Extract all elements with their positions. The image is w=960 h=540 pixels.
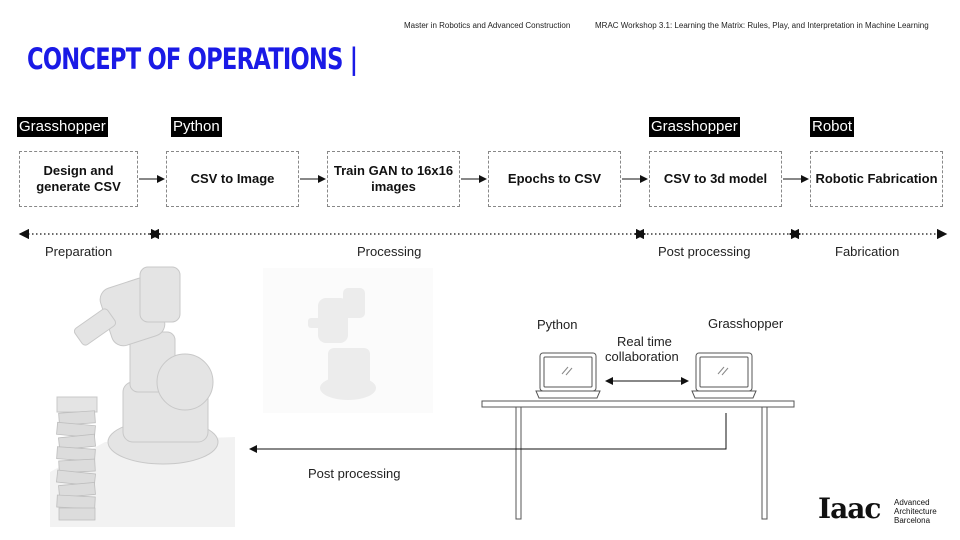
return-label: Post processing	[308, 466, 401, 481]
logo-line-1: Advanced	[894, 498, 930, 507]
logo-line-2: Architecture	[894, 507, 937, 516]
tool-label-grasshopper: Grasshopper	[17, 117, 108, 137]
table-top	[481, 400, 795, 408]
table-leg-left	[515, 406, 522, 520]
program-name: Master in Robotics and Advanced Construc…	[404, 21, 571, 30]
step-epochs-to-csv: Epochs to CSV	[488, 151, 621, 207]
collaboration-diagram	[249, 352, 795, 520]
tool-label-grasshopper-2: Grasshopper	[649, 117, 740, 137]
step-design-generate-csv: Design and generate CSV	[19, 151, 138, 207]
step-csv-to-image: CSV to Image	[166, 151, 299, 207]
tool-label-robot: Robot	[810, 117, 855, 137]
page-title: CONCEPT OF OPERATIONS |	[27, 42, 358, 76]
step-csv-to-3d-model: CSV to 3d model	[649, 151, 782, 207]
faded-robot-image	[263, 268, 433, 413]
phase-label-post-processing: Post processing	[658, 244, 751, 259]
phase-label-processing: Processing	[357, 244, 422, 259]
realtime-label-line2: collaboration	[605, 349, 679, 364]
tool-label-python: Python	[171, 117, 222, 137]
realtime-label-line1: Real time	[617, 334, 672, 349]
logo-line-3: Barcelona	[894, 516, 931, 525]
iaac-logo-mark: Iaac	[818, 492, 881, 525]
robot-arm-image	[50, 266, 235, 527]
phase-label-fabrication: Fabrication	[835, 244, 900, 259]
table-leg-right	[761, 406, 768, 520]
iaac-logo-text: Advanced Architecture Barcelona	[894, 498, 937, 525]
phase-label-preparation: Preparation	[45, 244, 113, 259]
workshop-name: MRAC Workshop 3.1: Learning the Matrix: …	[595, 21, 929, 30]
step-train-gan: Train GAN to 16x16 images	[327, 151, 460, 207]
step-robotic-fabrication: Robotic Fabrication	[810, 151, 943, 207]
python-label: Python	[537, 317, 578, 332]
grasshopper-label: Grasshopper	[708, 316, 784, 331]
return-arrow	[249, 413, 727, 453]
